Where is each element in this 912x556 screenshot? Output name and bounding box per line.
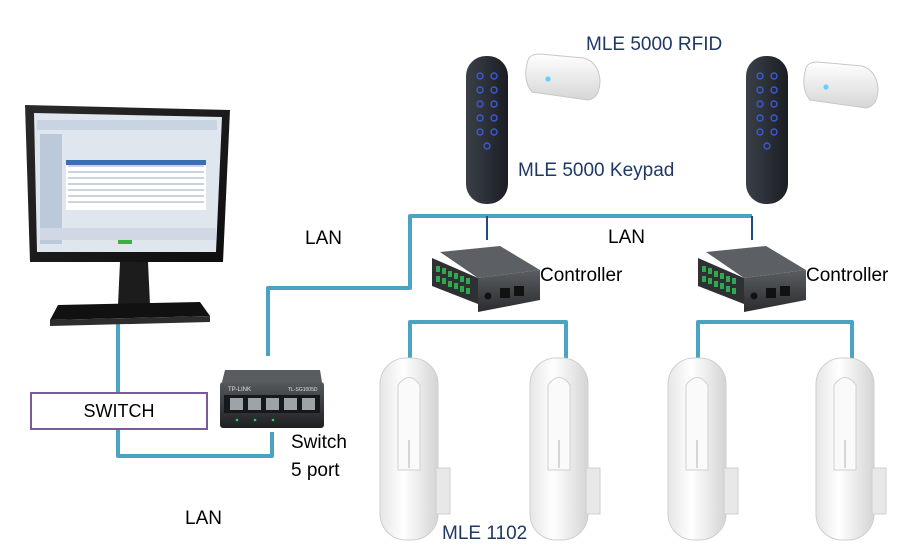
switch-port-label-line1: Switch	[291, 432, 347, 453]
switch-model-text: TL-SG1005D	[288, 387, 318, 393]
controller-label-2: Controller	[806, 265, 889, 286]
cable-monitor-to-switch	[116, 320, 274, 458]
switch-port-label-line2: 5 port	[291, 460, 340, 481]
cable-controller-2-locks	[696, 320, 854, 358]
mle-1102-label: MLE 1102	[442, 523, 528, 544]
switch-box-label: SWITCH	[83, 400, 155, 421]
lock-icon	[379, 357, 451, 541]
keypad-icon	[466, 56, 508, 204]
network-switch-icon: TP-LINK TL-SG1005D	[220, 370, 324, 428]
lan-label-bottom: LAN	[185, 508, 222, 529]
lan-cables	[116, 214, 854, 458]
monitor-icon	[25, 105, 230, 326]
switch-box: SWITCH	[30, 392, 208, 430]
rfid-reader-icon	[803, 61, 879, 109]
lan-label-right: LAN	[608, 227, 645, 248]
cable-controller-1-locks	[408, 320, 568, 358]
lock-icon	[815, 357, 887, 541]
rfid-reader-icon	[525, 53, 601, 101]
controller-icon	[432, 246, 540, 312]
lan-label-left: LAN	[305, 228, 342, 249]
switch-brand-text: TP-LINK	[228, 387, 251, 393]
keypad-icon	[746, 56, 788, 204]
rfid-label: MLE 5000 RFID	[586, 34, 723, 55]
cable-switch-to-lan	[266, 214, 752, 356]
keypad-label: MLE 5000 Keypad	[518, 160, 675, 181]
lock-icon	[667, 357, 739, 541]
controller-icon	[698, 246, 806, 312]
controller-label-1: Controller	[540, 265, 623, 286]
lock-icon	[529, 357, 601, 541]
